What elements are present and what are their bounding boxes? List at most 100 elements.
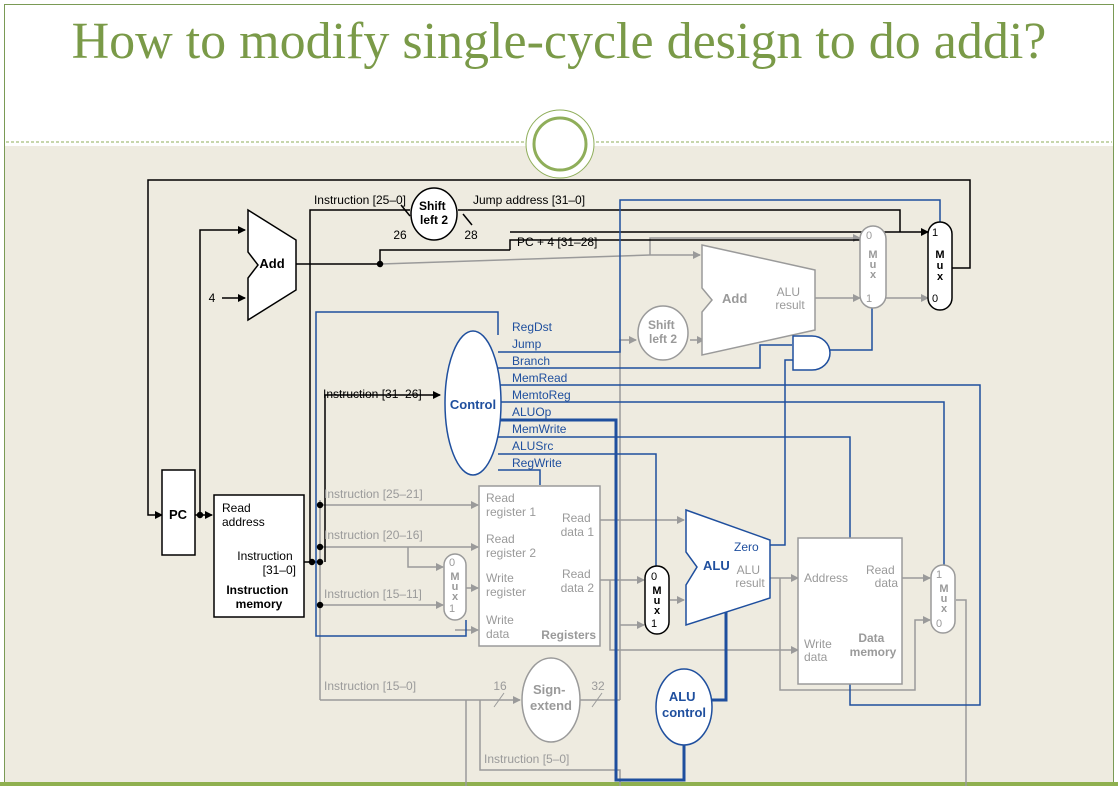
mux-memtoreg-labels: 1 M u x 0 [936, 569, 949, 630]
register-file-labels: Read register 1 Read register 2 Write re… [486, 491, 596, 642]
instr-31-26-label: Instruction [31–26] [323, 387, 422, 401]
svg-text:0: 0 [651, 571, 657, 583]
signal-regwrite: RegWrite [512, 456, 562, 470]
svg-text:1: 1 [866, 293, 872, 305]
main-alu-result: ALU result [735, 563, 765, 590]
bits-32: 32 [591, 679, 605, 693]
bits-26: 26 [393, 228, 407, 242]
mux-memtoreg [930, 564, 956, 634]
mux-branch [859, 225, 887, 309]
branch-adder-label: Add [722, 291, 747, 306]
jump-address-label: Jump address [31–0] [473, 193, 585, 207]
bottom-accent-bar [0, 782, 1118, 786]
svg-text:M: M [450, 571, 459, 583]
instr-25-0-label: Instruction [25–0] [314, 193, 406, 207]
instr-25-21-label: Instruction [25–21] [324, 487, 423, 501]
bus-tick-16 [493, 692, 505, 708]
svg-text:x: x [654, 605, 661, 617]
pc-adder [247, 208, 297, 322]
signal-regdst: RegDst [512, 320, 553, 334]
mux-regdst-labels: 0 M u x 1 [449, 557, 460, 615]
shift-left-2-jump [410, 187, 458, 241]
svg-text:u: u [452, 581, 459, 593]
shift-left-2-jump-label: Shift left 2 [419, 199, 449, 227]
svg-text:M: M [652, 585, 661, 597]
svg-text:x: x [452, 591, 459, 603]
svg-text:1: 1 [936, 569, 942, 581]
register-file [478, 485, 601, 647]
svg-text:M: M [939, 583, 948, 595]
svg-text:0: 0 [932, 293, 938, 305]
svg-text:x: x [937, 271, 944, 283]
control-label: Control [450, 397, 496, 412]
svg-text:1: 1 [651, 618, 657, 630]
bits-28: 28 [464, 228, 478, 242]
mux-jump [927, 221, 953, 311]
mux-jump-labels: 1 M u x 0 [932, 227, 945, 305]
imem-name: Instruction memory [226, 583, 291, 611]
dmem-read-data: Read data [866, 563, 898, 590]
pc4-label: PC + 4 [31–28] [517, 235, 597, 249]
title-separator [6, 109, 1112, 179]
svg-text:M: M [868, 249, 877, 261]
signal-memtoreg: MemtoReg [512, 388, 571, 402]
sign-extend [521, 657, 581, 743]
pc-adder-label: Add [259, 256, 284, 271]
sign-extend-label: Sign- extend [530, 682, 572, 713]
reg-write-register: Write register [486, 571, 526, 599]
branch-adder-result: ALU result [775, 285, 805, 312]
pc-label: PC [169, 507, 188, 522]
reg-read-data-1: Read data 1 [561, 511, 595, 539]
zero-flag-label: Zero [734, 540, 759, 554]
mux-branch-labels: 0 M u x 1 [866, 230, 878, 305]
svg-text:1: 1 [932, 227, 938, 239]
registers-name: Registers [541, 628, 596, 642]
signal-memread: MemRead [512, 371, 567, 385]
instr-15-0-label: Instruction [15–0] [324, 679, 416, 693]
alu-op-thick-path [498, 418, 728, 782]
signal-jump: Jump [512, 337, 542, 351]
instruction-field-labels: Instruction [25–21] Instruction [20–16] … [324, 487, 569, 766]
control-unit [444, 330, 502, 476]
signal-alusrc: ALUSrc [512, 439, 553, 453]
mux-regdst [443, 553, 467, 621]
alu-control [655, 668, 713, 746]
dmem-name: Data memory [850, 631, 897, 659]
main-alu-label: ALU [703, 558, 730, 573]
data-memory [797, 537, 903, 685]
instr-15-11-label: Instruction [15–11] [324, 587, 422, 601]
mux-alusrc-labels: 0 M u x 1 [651, 571, 662, 630]
svg-text:u: u [941, 593, 948, 605]
shift-left-2-branch [637, 305, 689, 361]
pc-register [161, 469, 196, 556]
instr-20-16-label: Instruction [20–16] [324, 528, 423, 542]
bus-tick-32 [591, 692, 603, 708]
signal-aluop: ALUOp [512, 405, 552, 419]
constant-four: 4 [209, 291, 216, 305]
svg-text:M: M [935, 249, 944, 261]
bits-16: 16 [493, 679, 507, 693]
slide-title: How to modify single-cycle design to do … [71, 13, 1047, 70]
imem-read-address: Read address [222, 501, 265, 529]
control-signal-labels: RegDst Jump Branch MemRead MemtoReg ALUO… [512, 320, 571, 470]
signal-branch: Branch [512, 354, 550, 368]
dmem-write-data: Write data [804, 637, 835, 664]
reg-write-data: Write data [486, 613, 517, 641]
branch-and-gate [792, 335, 831, 371]
active-paths [147, 179, 971, 609]
svg-text:0: 0 [866, 230, 872, 242]
svg-text:x: x [870, 269, 877, 281]
svg-text:0: 0 [936, 618, 942, 630]
svg-text:u: u [870, 259, 877, 271]
instruction-memory [213, 494, 305, 618]
svg-text:0: 0 [449, 557, 455, 569]
svg-text:u: u [937, 260, 944, 272]
svg-text:x: x [941, 603, 948, 615]
svg-text:u: u [654, 595, 661, 607]
instr-5-0-label: Instruction [5–0] [484, 752, 569, 766]
branch-adder [701, 244, 816, 356]
control-paths [315, 199, 981, 781]
imem-instruction-out: Instruction [31–0] [237, 549, 296, 577]
dmem-address: Address [804, 571, 848, 585]
